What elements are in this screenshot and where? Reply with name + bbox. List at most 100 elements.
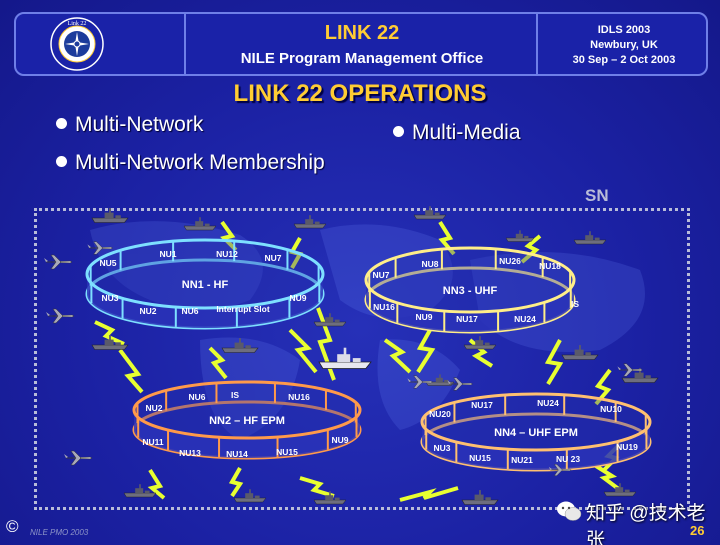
network-unit-label: NU19: [616, 442, 638, 452]
network-unit-label: NU9: [331, 435, 348, 445]
bullet-dot: [56, 155, 67, 167]
network-unit-label: NU3: [433, 443, 450, 453]
logo-text: Link 22: [68, 21, 87, 27]
network-unit-label: NU5: [99, 258, 116, 268]
ship-icon: [413, 206, 447, 220]
footer-organization: NILE PMO 2003: [30, 528, 89, 537]
aircraft-icon: [617, 363, 644, 377]
network-unit-label: NU12: [216, 249, 238, 259]
aircraft-icon: [44, 254, 73, 270]
ship-icon: [293, 215, 327, 229]
ship-icon: [221, 338, 259, 353]
ring-top-edge: [132, 380, 362, 440]
lightning-icon: [416, 329, 436, 374]
watermark-text: 知乎 @技术老张: [586, 503, 706, 545]
ring-band: [134, 410, 360, 458]
bullet-dot: [56, 117, 67, 129]
ring-name-label: NN2 – HF EPM: [209, 415, 285, 427]
lightning-icon: [288, 328, 318, 374]
ship-icon: [313, 491, 347, 505]
page-number: 26: [690, 523, 705, 538]
lightning-icon: [399, 486, 459, 502]
lightning-icon: [208, 346, 228, 380]
network-unit-label: NU1: [159, 249, 176, 259]
network-unit-label: NU6: [181, 306, 198, 316]
header-divider: [184, 14, 186, 74]
lightning-icon: [299, 476, 335, 498]
network-unit-label: NU2: [145, 403, 162, 413]
ship-icon: [425, 374, 455, 386]
bullet-text: Multi-Network Membership: [75, 151, 325, 174]
ship-icon: [461, 490, 499, 505]
bullet-multi-network-membership: Multi-Network Membership: [56, 151, 325, 175]
ring-top-edge: [364, 246, 576, 314]
ship-icon: [463, 336, 497, 350]
network-unit-label: NU17: [471, 400, 493, 410]
ring-name-label: NN3 - UHF: [443, 285, 498, 297]
lightning-icon: [94, 320, 125, 346]
network-unit-label: NU6: [188, 392, 205, 402]
network-unit-label: NU24: [537, 398, 559, 408]
network-unit-label: NU3: [101, 293, 118, 303]
event-name: IDLS 2003: [597, 24, 651, 36]
network-unit-label: NU7: [372, 270, 389, 280]
network-unit-label: NU18: [539, 261, 561, 271]
lightning-icon: [594, 464, 622, 492]
network-unit-label: NU9: [415, 312, 432, 322]
network-unit-label: NU24: [514, 314, 536, 324]
lightning-icon: [383, 338, 412, 374]
header-divider: [536, 14, 538, 74]
network-unit-label: NU16: [288, 392, 310, 402]
header-subtitle: NILE Program Management Office: [240, 50, 484, 67]
aircraft-icon: [548, 464, 572, 476]
event-dates: 30 Sep – 2 Oct 2003: [572, 54, 676, 66]
ship-icon: [233, 489, 267, 503]
bullet-multi-network: Multi-Network: [56, 113, 203, 137]
network-unit-label: NU2: [139, 306, 156, 316]
network-unit-label: NU7: [264, 253, 281, 263]
bullet-multi-media: Multi-Media: [393, 121, 521, 145]
lightning-icon: [228, 467, 244, 498]
super-network-boundary: [34, 208, 690, 510]
copyright-symbol: ©: [6, 517, 19, 536]
lightning-icon: [220, 220, 238, 252]
network-unit-label: NU16: [373, 302, 395, 312]
wechat-icon: [557, 501, 582, 521]
slide-title: LINK 22 OPERATIONS: [233, 80, 487, 107]
ring-band: [87, 274, 323, 328]
network-unit-label: NU 23: [556, 454, 580, 464]
ship-icon: [183, 217, 217, 231]
nato-compass-logo-icon: Link 22: [50, 17, 104, 71]
aircraft-icon: [447, 377, 474, 391]
ship-icon: [603, 483, 637, 497]
network-unit-label: NU21: [511, 455, 533, 465]
ship-icon: [313, 313, 347, 327]
ring-name-label: NN4 – UHF EPM: [494, 427, 578, 439]
network-unit-label: NU26: [499, 256, 521, 266]
lightning-icon: [118, 348, 144, 394]
ring-band: [422, 422, 650, 470]
network-unit-label: NU15: [469, 453, 491, 463]
network-unit-label: NU14: [226, 449, 248, 459]
lightning-icon: [147, 468, 166, 500]
ship-icon: [505, 230, 535, 242]
network-unit-label: IS: [231, 390, 239, 400]
ship-icon: [91, 335, 129, 350]
ring-name-label: NN1 - HF: [182, 279, 229, 291]
network-unit-label: NU11: [142, 437, 164, 447]
network-unit-label: NU10: [600, 404, 622, 414]
network-unit-label: NU15: [276, 447, 298, 457]
ring-top-edge: [85, 238, 325, 310]
network-unit-label: NU13: [179, 448, 201, 458]
lightning-icon: [438, 220, 456, 256]
ship-icon: [91, 208, 129, 223]
aircraft-icon: [64, 450, 93, 466]
lightning-icon: [544, 339, 564, 386]
network-unit-label: NU8: [421, 259, 438, 269]
network-unit-label: NU17: [456, 314, 478, 324]
network-unit-label: NU20: [429, 409, 451, 419]
